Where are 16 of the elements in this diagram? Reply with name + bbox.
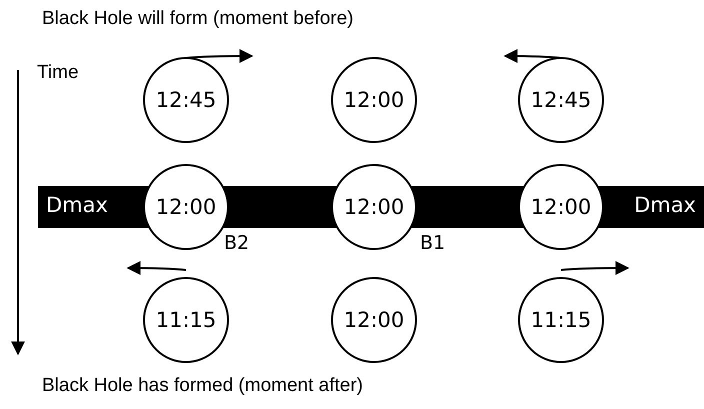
time-text: 11:15: [156, 308, 216, 332]
time-text: 11:15: [530, 308, 592, 332]
time-text: 12:45: [530, 88, 592, 112]
caption-text: Black Hole has formed (moment after): [42, 375, 364, 397]
time-text: 12:00: [530, 195, 592, 219]
time-text: 12:00: [344, 195, 404, 219]
caption-text: Black Hole will form (moment before): [42, 8, 354, 30]
time-text: 12:00: [344, 88, 404, 112]
time-text: 12:00: [156, 195, 216, 219]
axis-label: Time: [37, 62, 79, 84]
band-label: Dmax: [634, 193, 696, 217]
band-label: Dmax: [46, 193, 108, 217]
point-label: B1: [420, 232, 446, 254]
point-label: B2: [224, 232, 250, 254]
time-text: 12:00: [344, 308, 404, 332]
time-text: 12:45: [156, 88, 216, 112]
